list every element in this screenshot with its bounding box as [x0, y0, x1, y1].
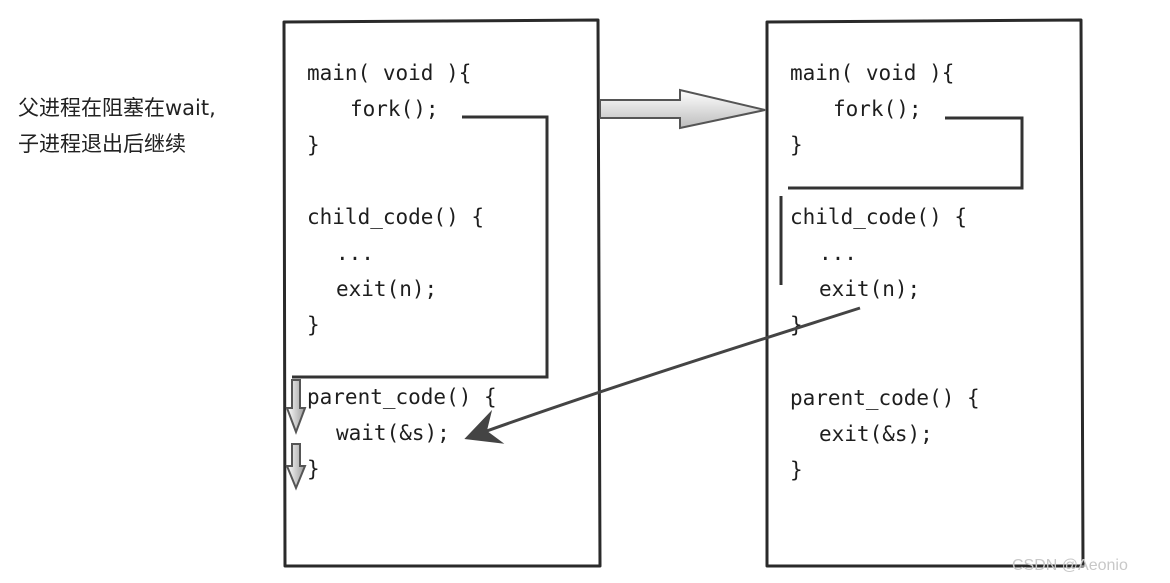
code-line: }	[790, 458, 803, 482]
parent-skip-bracket	[292, 115, 549, 379]
child-skip-bracket	[788, 116, 1024, 190]
code-line: main( void ){	[307, 61, 471, 85]
note-line-2: 子进程退出后继续	[18, 132, 186, 156]
exit-to-wait-arrow	[464, 306, 861, 444]
note-line-1: 父进程在阻塞在wait,	[18, 96, 216, 120]
fork-arrow-icon	[599, 88, 766, 130]
code-line: main( void ){	[790, 61, 954, 85]
child-process-box	[765, 18, 1085, 568]
code-line: }	[307, 457, 320, 481]
code-line: parent_code() {	[790, 386, 980, 410]
down-arrow-icon	[285, 443, 307, 491]
code-line: }	[790, 313, 803, 337]
code-line: fork();	[350, 97, 439, 121]
code-line: parent_code() {	[307, 385, 497, 409]
code-line: exit(n);	[336, 277, 437, 301]
code-line: exit(n);	[819, 277, 920, 301]
down-arrow-icon	[285, 379, 307, 435]
code-line: fork();	[833, 97, 922, 121]
parent-code-block: main( void ){ fork(); } child_code() { .…	[307, 61, 497, 481]
code-line: }	[307, 133, 320, 157]
code-line: }	[307, 313, 320, 337]
code-line: wait(&s);	[336, 421, 450, 445]
code-line: child_code() {	[307, 205, 484, 229]
parent-process-box	[282, 18, 602, 568]
code-line: }	[790, 133, 803, 157]
code-line: ...	[819, 241, 857, 265]
code-line: exit(&s);	[819, 422, 933, 446]
watermark: CSDN @Aeonio	[1012, 557, 1128, 574]
child-code-block: main( void ){ fork(); } child_code() { .…	[790, 61, 980, 482]
code-line: child_code() {	[790, 205, 967, 229]
code-line: ...	[336, 241, 374, 265]
